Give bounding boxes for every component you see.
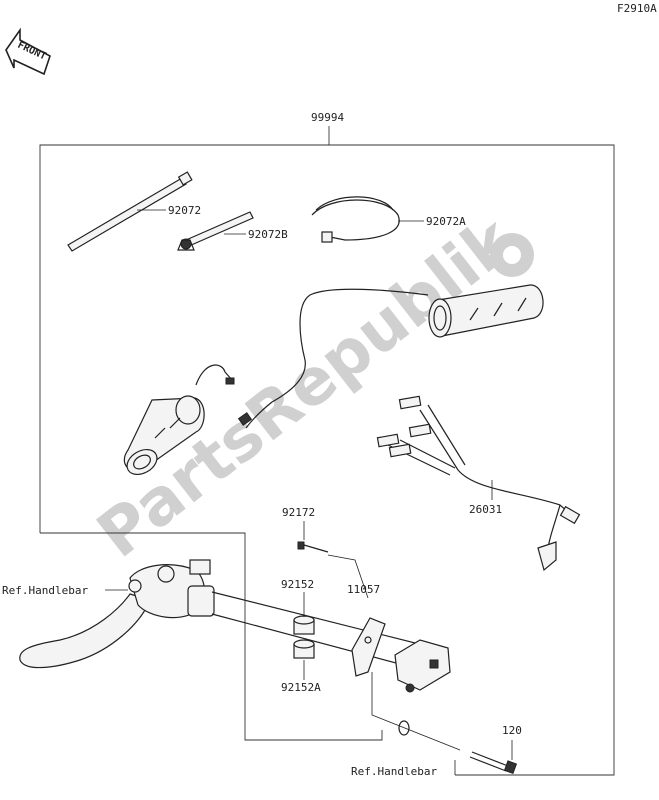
label-92172: 92172 <box>282 506 315 519</box>
label-92072a: 92072A <box>426 215 466 228</box>
screw-92172 <box>297 541 329 553</box>
label-99994: 99994 <box>311 111 344 124</box>
watermark-gear-icon <box>490 233 534 277</box>
cable-tie-92072a <box>311 196 400 243</box>
label-26031: 26031 <box>469 503 502 516</box>
label-11057: 11057 <box>347 583 380 596</box>
bolt-120 <box>469 751 518 775</box>
connector-b <box>225 377 235 385</box>
ref-line-lower <box>371 672 461 751</box>
leader-11057 <box>327 554 369 599</box>
label-92152: 92152 <box>281 578 314 591</box>
label-92152a: 92152A <box>281 681 321 694</box>
heated-grip-left <box>123 395 205 476</box>
diagram-code: F2910A <box>617 2 657 15</box>
grip-wire <box>245 288 429 429</box>
switch-unit <box>394 639 451 693</box>
connector-a <box>237 412 253 426</box>
brake-lever-assembly <box>19 559 215 669</box>
label-ref-handlebar-bottom: Ref.Handlebar <box>351 765 437 778</box>
label-ref-handlebar-left: Ref.Handlebar <box>2 584 88 597</box>
handlebar-tube <box>211 591 436 673</box>
heated-grip-right <box>428 284 544 338</box>
label-92072: 92072 <box>168 204 201 217</box>
label-92072b: 92072B <box>248 228 288 241</box>
collar-92152 <box>293 615 315 635</box>
washer <box>398 720 410 736</box>
assembly-frame <box>39 144 615 776</box>
label-120: 120 <box>502 724 522 737</box>
wiring-harness-26031 <box>376 395 581 572</box>
front-arrow-icon: FRONT <box>5 27 51 76</box>
assembly-frame-left-branch <box>40 532 383 741</box>
bracket-11057 <box>351 617 386 677</box>
cable-tie-92072 <box>67 171 193 252</box>
collar-92152a <box>293 639 315 659</box>
grip-wire-left <box>195 364 233 386</box>
cable-tie-92072b <box>177 211 254 251</box>
